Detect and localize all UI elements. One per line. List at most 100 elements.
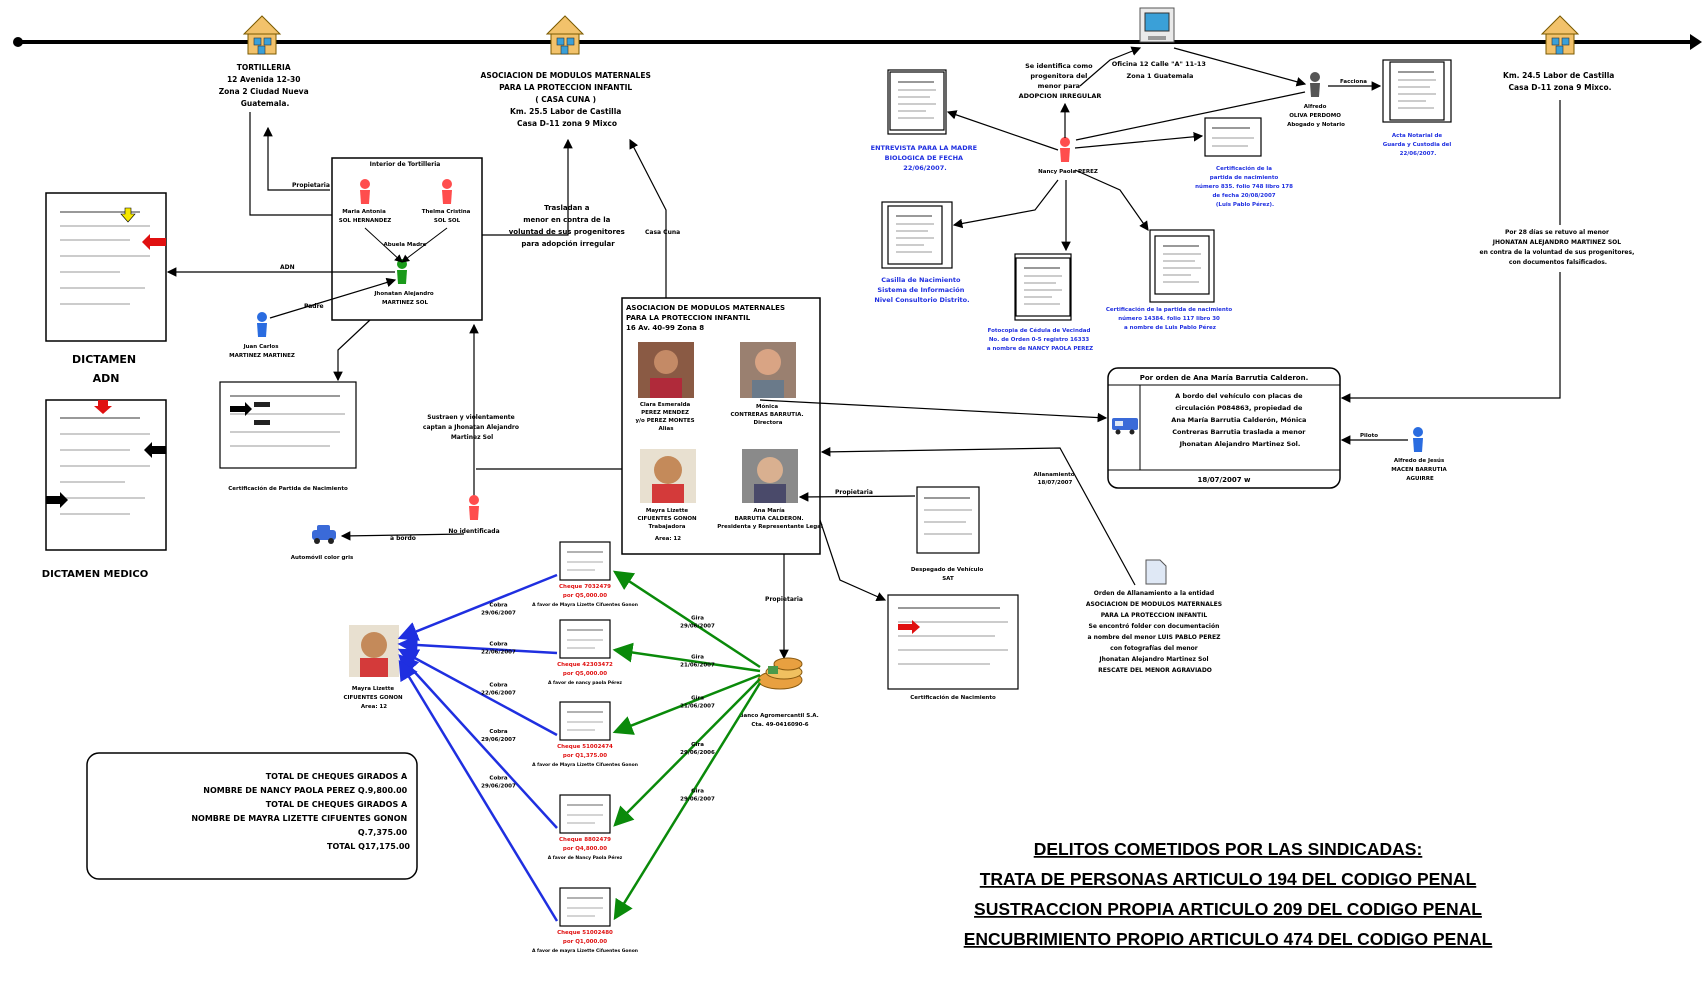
juan-person-icon xyxy=(257,312,267,337)
orden-ana-box xyxy=(1107,367,1341,489)
cheque-num-4: Cheque 8802479 xyxy=(559,837,611,843)
alfredo-jesus-label: Alfredo de Jesús MACEN BARRUTIA AGUIRRE xyxy=(1391,457,1448,482)
casa-cuna-link-label: Casa Cuna xyxy=(645,229,680,236)
alfredo-notario-icon xyxy=(1310,72,1320,97)
cheque-doc-2 xyxy=(559,619,611,659)
abuela-label: Abuela Madre xyxy=(384,242,427,248)
delitos-title: DELITOS COMETIDOS POR LAS SINDICADAS: xyxy=(1034,839,1423,859)
cheque-amt-5: por Q1,000.00 xyxy=(563,939,607,945)
nancy-identifica-label: Se identifica como progenitora del menor… xyxy=(1019,62,1102,100)
orden-ana-date: 18/07/2007 w xyxy=(1198,476,1252,484)
casilla-label: Casilla de Nacimiento Sistema de Informa… xyxy=(874,276,969,304)
maria-label: Maria Antonia SOL HERNANDEZ xyxy=(339,209,391,224)
cheque-amt-2: por Q5,000.00 xyxy=(563,671,607,677)
cheque-doc-5 xyxy=(559,887,611,927)
cheque-sub-1: A favor de Mayra Lizette Cifuentes Gonon xyxy=(532,602,638,608)
facciona-label: Facciona xyxy=(1340,79,1367,85)
alfredo-jesus-person-icon xyxy=(1413,427,1423,452)
house-km-right-icon xyxy=(1541,15,1579,55)
cheque-sub-2: A favor de nancy paola Pérez xyxy=(548,679,622,686)
house-tortilleria-icon xyxy=(243,15,281,55)
cheque-5: Cheque 51002480 por Q1,000.00 A favor de m… xyxy=(398,659,762,954)
totales-text: TOTAL DE CHEQUES GIRADOS A NOMBRE DE NAN… xyxy=(191,772,410,851)
nancy-label: Nancy Paola PEREZ xyxy=(1038,169,1098,175)
thelma-person-icon xyxy=(442,179,452,204)
cheque-num-3: Cheque 51002474 xyxy=(557,744,613,750)
propietaria-left-label: Propietaria xyxy=(292,182,330,189)
interior-title: Interior de Tortilleria xyxy=(370,161,441,168)
ana-label: Ana María BARRUTIA CALDERON. Presidenta … xyxy=(717,507,823,530)
orden-ana-header: Por orden de Ana María Barrutia Calderon… xyxy=(1140,374,1309,382)
dictamen-adn-label: DICTAMEN ADN xyxy=(72,353,140,385)
sustraen-label: Sustraen y violentamente captan a Jhonat… xyxy=(423,414,521,441)
juan-label: Juan Carlos MARTINEZ MARTINEZ xyxy=(229,344,295,359)
a-bordo-label: a bordo xyxy=(390,535,416,542)
nancy-person-icon xyxy=(1060,137,1070,162)
totales-box xyxy=(86,752,418,880)
clara-photo xyxy=(638,342,694,398)
thelma-label: Thelma Cristina SOL SOL xyxy=(422,209,473,224)
oficina-label: Oficina 12 Calle "A" 11-13 Zona 1 Guatem… xyxy=(1112,60,1208,80)
cheque-doc-4 xyxy=(559,794,611,834)
acta-label: Acta Notarial de Guarda y Custodia del 2… xyxy=(1383,133,1453,157)
computer-office-icon xyxy=(1139,7,1175,43)
traslado-label: Trasladan a menor en contra de la volunt… xyxy=(509,204,628,248)
cheque-amt-3: por Q1,375.00 xyxy=(563,753,607,759)
cobra-line-3 xyxy=(397,648,558,737)
cheques-group: Cheque 7032479 por Q5,000.00 A favor de Ma… xyxy=(397,541,762,954)
mayra-bottom-label: Mayra Lizette CIFUENTES GONON Area: 12 xyxy=(343,686,404,710)
cheque-sub-3: A favor de Mayra Lizette Cifuentes Gonon xyxy=(532,762,638,768)
cert-partida-doc-content xyxy=(230,395,345,447)
orden-allanamiento-label: Orden de Allanamiento a la entidad ASOCI… xyxy=(1086,590,1224,674)
cert-nacimiento-doc xyxy=(887,594,1019,690)
no-identificada-person-icon xyxy=(469,495,479,520)
asociacion-box xyxy=(621,297,821,555)
adn-link-label: ADN xyxy=(280,264,295,271)
dictamen-adn-doc-content xyxy=(60,207,166,305)
cobra-line-2 xyxy=(397,635,558,655)
padre-label: Padre xyxy=(304,303,324,310)
cobra-line-5 xyxy=(398,659,559,922)
cert1-label: Certificación de la partida de nacimient… xyxy=(1195,165,1295,208)
gira-line-4 xyxy=(613,678,761,827)
asociacion-title: ASOCIACION DE MODULOS MATERNALES PARA LA… xyxy=(626,304,787,332)
tortilleria-label: TORTILLERIA 12 Avenida 12-30 Zona 2 Ciud… xyxy=(219,63,312,108)
propietaria-down-label: Propietaria xyxy=(765,596,803,603)
cheque-doc-3 xyxy=(559,701,611,741)
cert-partida-label: Certificación de Partida de Nacimiento xyxy=(228,485,348,492)
cert-nacimiento-label: Certificación de Nacimiento xyxy=(910,694,996,701)
automovil-label: Automóvil color gris xyxy=(291,554,354,561)
km-right-label: Km. 24.5 Labor de Castilla Casa D-11 zon… xyxy=(1503,71,1617,92)
propietaria-right-label: Propietaria xyxy=(835,489,873,496)
cheque-amt-1: por Q5,000.00 xyxy=(563,593,607,599)
despegado-doc xyxy=(916,486,980,554)
monica-label: Mónica CONTRERAS BARRUTIA. Directora xyxy=(731,403,806,426)
maria-person-icon xyxy=(360,179,370,204)
dictamen-adn-doc xyxy=(45,192,167,342)
gira-line-1 xyxy=(612,570,761,669)
mayra-photo xyxy=(640,449,696,503)
jhonatan-label: Jhonatan Alejandro MARTINEZ SOL xyxy=(373,291,435,306)
mayra-asoc-label: Mayra Lizette CIFUENTES GONON Trabajador… xyxy=(637,508,698,542)
cert-partida-doc xyxy=(219,381,357,469)
car-gray-icon xyxy=(312,525,336,544)
house-casa-cuna-icon xyxy=(546,15,584,55)
cheque-num-5: Cheque 51002480 xyxy=(557,930,613,936)
allanamiento-label: Allanamiento 18/07/2007 xyxy=(1034,472,1077,486)
retuvo-label: Por 28 días se retuvo al menor JHONATAN … xyxy=(1480,229,1637,266)
cheque-doc-1 xyxy=(559,541,611,581)
cheque-num-1: Cheque 7032479 xyxy=(559,584,611,590)
fotocopia-label: Fotocopia de Cédula de Vecindad No. de O… xyxy=(987,327,1093,352)
delito-encubrimiento: ENCUBRIMIENTO PROPIO ARTICULO 474 DEL CO… xyxy=(964,929,1493,949)
cert-nacimiento-doc-content xyxy=(898,607,1008,665)
alfredo-label: Alfredo OLIVA PERDOMO Abogado y Notario xyxy=(1287,104,1345,128)
cheque-sub-5: A favor de mayra Lizette Cifuentes Gonon xyxy=(532,948,638,954)
vehicle-icon xyxy=(1112,418,1138,435)
